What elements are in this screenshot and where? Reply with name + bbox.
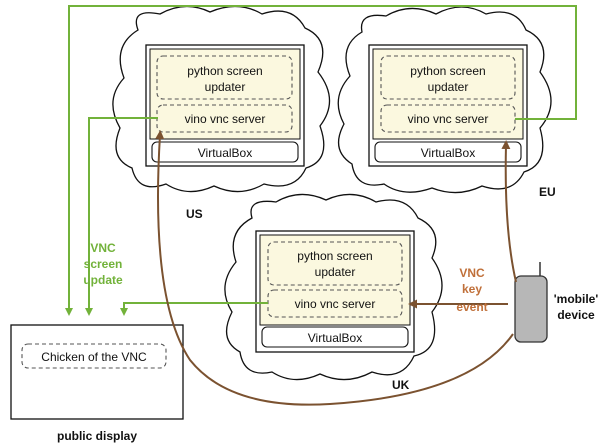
us-virtualbox [151, 141, 299, 163]
us-updater-line1: python screen [187, 64, 262, 78]
eu-virtualbox-label: VirtualBox [421, 146, 475, 160]
us-vnc-label: vino vnc server [185, 112, 266, 126]
device-to-us-line [155, 130, 514, 406]
eu-to-display-line [65, 5, 577, 316]
uk-to-display-line [120, 302, 268, 316]
eu-vnc-label: vino vnc server [408, 112, 489, 126]
uk-updater-box [267, 241, 403, 286]
uk-updater-line2: updater [315, 265, 356, 279]
eu-region-label: EU [539, 185, 556, 199]
public-display [10, 324, 184, 420]
device-to-eu-line [501, 140, 517, 283]
uk-region-label: UK [392, 378, 410, 392]
eu-updater-line2: updater [428, 80, 469, 94]
us-region-label: US [186, 207, 203, 221]
eu-server-inner [372, 48, 524, 140]
us-to-display-line [85, 117, 158, 316]
device-caption-line1: 'mobile' [554, 292, 599, 306]
us-server-inner [149, 48, 301, 140]
eu-updater-line1: python screen [410, 64, 485, 78]
us-updater-box [156, 55, 293, 100]
uk-virtualbox [261, 326, 409, 348]
uk-server-inner [259, 234, 411, 326]
uk-vnc-label: vino vnc server [295, 297, 376, 311]
uk-updater-line1: python screen [297, 249, 372, 263]
us-updater-line2: updater [205, 80, 246, 94]
us-virtualbox-label: VirtualBox [198, 146, 252, 160]
mobile-device [514, 275, 548, 343]
eu-virtualbox [374, 141, 522, 163]
uk-virtualbox-label: VirtualBox [308, 331, 362, 345]
chicken-vnc-box [21, 343, 167, 369]
chicken-vnc-label: Chicken of the VNC [41, 350, 147, 364]
eu-vnc-box [380, 104, 516, 133]
screen-update-line3: update [83, 273, 123, 287]
key-event-line1: VNC [459, 266, 485, 280]
screen-update-line2: screen [84, 257, 123, 271]
key-event-line2: key [462, 282, 482, 296]
key-event-line3: event [456, 300, 487, 314]
public-display-caption: public display [57, 429, 137, 443]
eu-updater-box [380, 55, 516, 100]
screen-update-line1: VNC [90, 241, 116, 255]
device-caption-line2: device [557, 308, 595, 322]
